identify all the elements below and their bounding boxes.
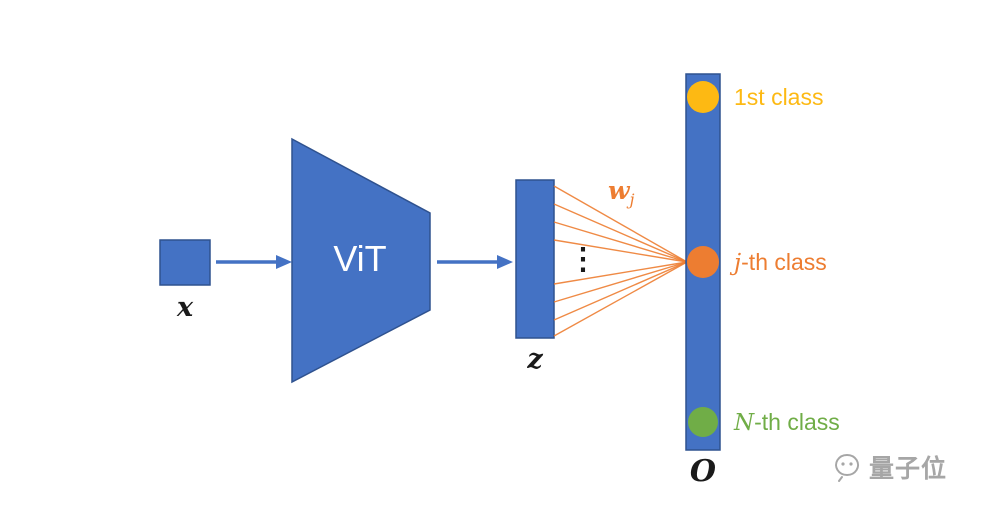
first-class-label: 1st class xyxy=(734,84,823,111)
first-class-node xyxy=(687,81,719,113)
class-text: -th class xyxy=(741,249,827,275)
weight-subscript: j xyxy=(629,190,635,209)
qbitai-logo-icon xyxy=(832,452,862,482)
weight-line xyxy=(553,185,688,263)
weight-line xyxy=(553,261,688,285)
class-text: 1st class xyxy=(734,84,824,110)
weight-line xyxy=(553,203,688,263)
arrow-head-icon xyxy=(276,255,292,269)
weight-fan-lines xyxy=(553,185,688,337)
input-x-label: x xyxy=(176,292,194,323)
feature-vector-rect xyxy=(515,179,555,339)
vertical-ellipsis: ⋮ xyxy=(568,243,598,276)
watermark-text: 量子位 xyxy=(869,455,948,483)
arrow-input-to-vit-icon xyxy=(216,255,292,269)
nth-class-node xyxy=(688,407,718,437)
class-var: j xyxy=(734,250,742,276)
arrow-vit-to-z-icon xyxy=(437,255,513,269)
input-patch-square xyxy=(159,239,211,286)
vit-encoder-trapezoid xyxy=(291,137,431,384)
weight-base: w xyxy=(608,176,630,205)
class-text: -th class xyxy=(754,409,840,435)
jth-class-node xyxy=(687,246,719,278)
vit-label: ViT xyxy=(333,238,387,279)
jth-class-label: j-th class xyxy=(734,249,827,276)
latent-z-label: z xyxy=(527,344,543,375)
weight-line xyxy=(553,221,688,263)
weight-line xyxy=(553,239,688,263)
watermark: 量子位 xyxy=(832,449,947,485)
output-o-label: O xyxy=(689,454,717,489)
arrow-head-icon xyxy=(497,255,513,269)
weight-wj-label: wj xyxy=(608,176,635,209)
weight-line xyxy=(553,261,688,321)
weight-line xyxy=(553,261,688,303)
class-var: N xyxy=(734,410,755,436)
nth-class-label: N-th class xyxy=(734,409,840,436)
weight-line xyxy=(553,261,688,337)
